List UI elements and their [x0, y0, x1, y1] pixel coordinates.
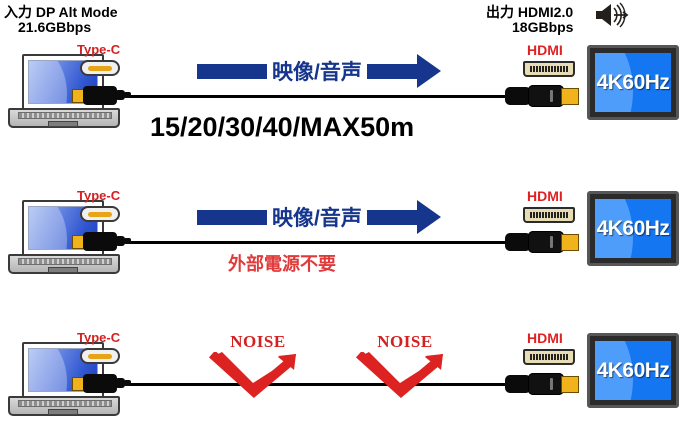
signal-cable: [126, 241, 516, 244]
connection-row-2: Type-C 映像/音声 HDMI 4K60Hz 外部電源不要: [0, 188, 681, 298]
hdmi-plug-icon: [505, 84, 585, 108]
noise-arrow-icon: [355, 352, 443, 398]
monitor-device: 4K60Hz: [587, 45, 679, 120]
type-c-label: Type-C: [77, 188, 121, 203]
input-spec-label: 入力 DP Alt Mode: [4, 4, 118, 20]
hdmi-plug-icon: [505, 230, 585, 254]
signal-arrow-label: 映像/音声: [272, 207, 362, 230]
noise-indicator-2: NOISE: [345, 332, 465, 398]
hdmi-plug-icon: [505, 372, 585, 396]
noise-label: NOISE: [230, 332, 286, 351]
monitor-device: 4K60Hz: [587, 191, 679, 266]
speaker-audio-icon: [594, 2, 634, 28]
hdmi-port-icon: [523, 207, 575, 223]
connection-row-1: Type-C 映像/音声 HDMI 4K60Hz 15/20/30/40/MAX…: [0, 42, 681, 152]
monitor-resolution-label: 4K60Hz: [596, 216, 670, 240]
signal-cable: [126, 95, 516, 98]
noise-label: NOISE: [377, 332, 433, 351]
monitor-resolution-label: 4K60Hz: [596, 70, 670, 94]
signal-cable: [126, 383, 516, 386]
type-c-label: Type-C: [77, 42, 121, 57]
noise-arrow-icon: [208, 352, 296, 398]
output-spec-label: 出力 HDMI2.0: [486, 4, 574, 20]
cable-length-caption: 15/20/30/40/MAX50m: [150, 112, 415, 142]
connection-row-3: Type-C NOISE NOISE HDMI: [0, 330, 681, 440]
hdmi-port-icon: [523, 61, 575, 77]
no-external-power-caption: 外部電源不要: [228, 254, 336, 274]
hdmi-port-icon: [523, 349, 575, 365]
signal-direction-arrow: 映像/音声: [197, 200, 457, 234]
monitor-resolution-label: 4K60Hz: [596, 358, 670, 382]
type-c-plug-icon: [72, 231, 132, 252]
signal-arrow-label: 映像/音声: [272, 61, 362, 84]
diagram-canvas: 入力 DP Alt Mode 21.6GBbps 出力 HDMI2.0 18GB…: [0, 2, 681, 416]
type-c-label: Type-C: [77, 330, 121, 345]
hdmi-label: HDMI: [527, 42, 563, 58]
hdmi-label: HDMI: [527, 188, 563, 204]
type-c-port-icon: [80, 348, 120, 364]
signal-direction-arrow: 映像/音声: [197, 54, 457, 88]
noise-indicator-1: NOISE: [198, 332, 318, 398]
monitor-device: 4K60Hz: [587, 333, 679, 408]
hdmi-label: HDMI: [527, 330, 563, 346]
input-bandwidth-label: 21.6GBbps: [18, 19, 92, 35]
type-c-plug-icon: [72, 373, 132, 394]
type-c-port-icon: [80, 60, 120, 76]
type-c-plug-icon: [72, 85, 132, 106]
output-bandwidth-label: 18GBbps: [512, 19, 574, 35]
laptop-device: [8, 200, 120, 280]
type-c-port-icon: [80, 206, 120, 222]
